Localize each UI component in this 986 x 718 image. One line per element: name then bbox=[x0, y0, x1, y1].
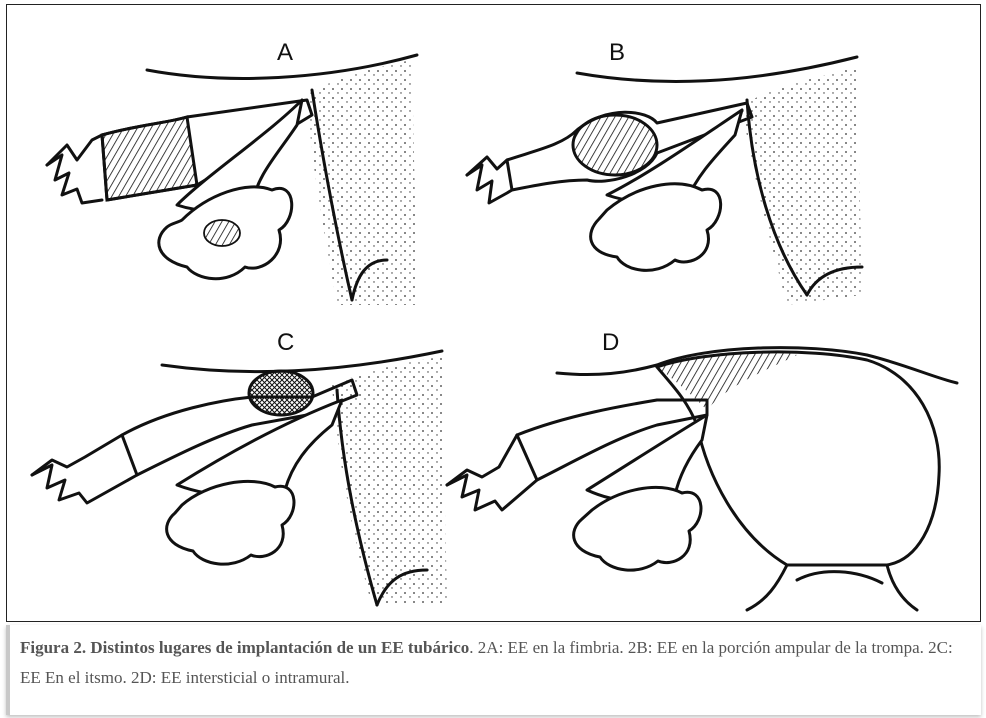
panel-a: A bbox=[47, 39, 417, 305]
caption-title: Figura 2. Distintos lugares de implantac… bbox=[20, 638, 469, 657]
panel-d: D bbox=[447, 329, 957, 610]
panel-c-label: C bbox=[277, 329, 294, 356]
figure-drawing: A B C bbox=[7, 5, 980, 621]
panel-b: B bbox=[467, 39, 862, 305]
figure-caption: Figura 2. Distintos lugares de implantac… bbox=[6, 625, 981, 715]
panel-b-label: B bbox=[609, 39, 625, 66]
panel-c: C bbox=[32, 329, 447, 605]
panel-a-label: A bbox=[277, 39, 293, 66]
panel-d-label: D bbox=[602, 329, 619, 356]
figure-illustration: A B C bbox=[6, 4, 981, 622]
